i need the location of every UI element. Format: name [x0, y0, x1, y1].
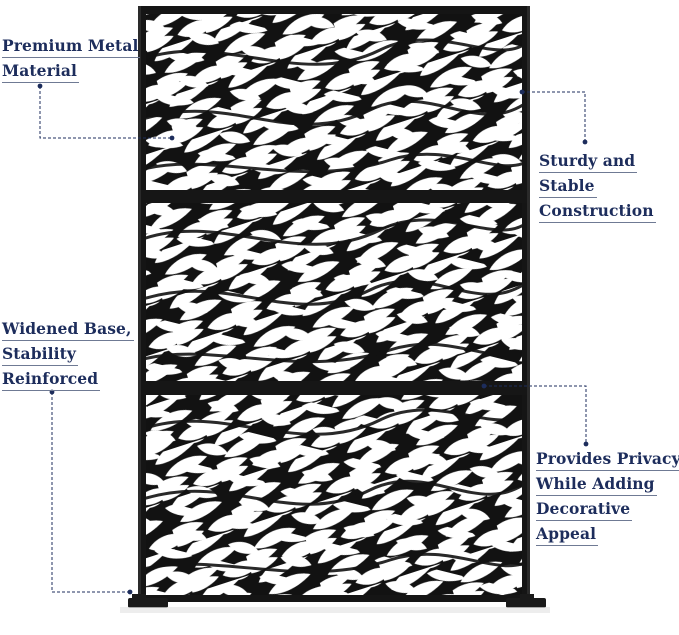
callout-line: Reinforced [2, 368, 101, 391]
leader-widened [51, 392, 130, 593]
callout-line: Stable [539, 175, 597, 198]
callout-line: Premium Metal [2, 35, 141, 58]
divider-bar-top [138, 190, 530, 203]
callout-line: Decorative [536, 498, 633, 521]
callout-line: Widened Base, [2, 318, 134, 341]
base-foot-right [506, 594, 546, 608]
callout-line: While Adding [536, 473, 657, 496]
callout-line: Provides Privacy [536, 448, 679, 471]
callout-line: Construction [539, 200, 656, 223]
middle-panel [146, 203, 522, 381]
callout-line: Appeal [536, 523, 599, 546]
leader-premium [39, 86, 172, 139]
callout-sturdy-construction: Sturdy and Stable Construction [539, 148, 656, 223]
callout-premium-metal: Premium Metal Material [2, 33, 141, 83]
divider-bar-bottom [138, 381, 530, 395]
base-foot-left [128, 594, 168, 608]
callout-line: Stability [2, 343, 78, 366]
callout-widened-base: Widened Base, Stability Reinforced [2, 316, 134, 391]
callout-line: Material [2, 60, 80, 83]
callout-privacy-decorative: Provides Privacy While Adding Decorative… [536, 446, 679, 546]
bottom-panel [146, 395, 522, 595]
top-panel [146, 14, 522, 190]
leader-privacy [484, 385, 587, 444]
leader-sturdy [522, 91, 586, 140]
callout-line: Sturdy and [539, 150, 638, 173]
